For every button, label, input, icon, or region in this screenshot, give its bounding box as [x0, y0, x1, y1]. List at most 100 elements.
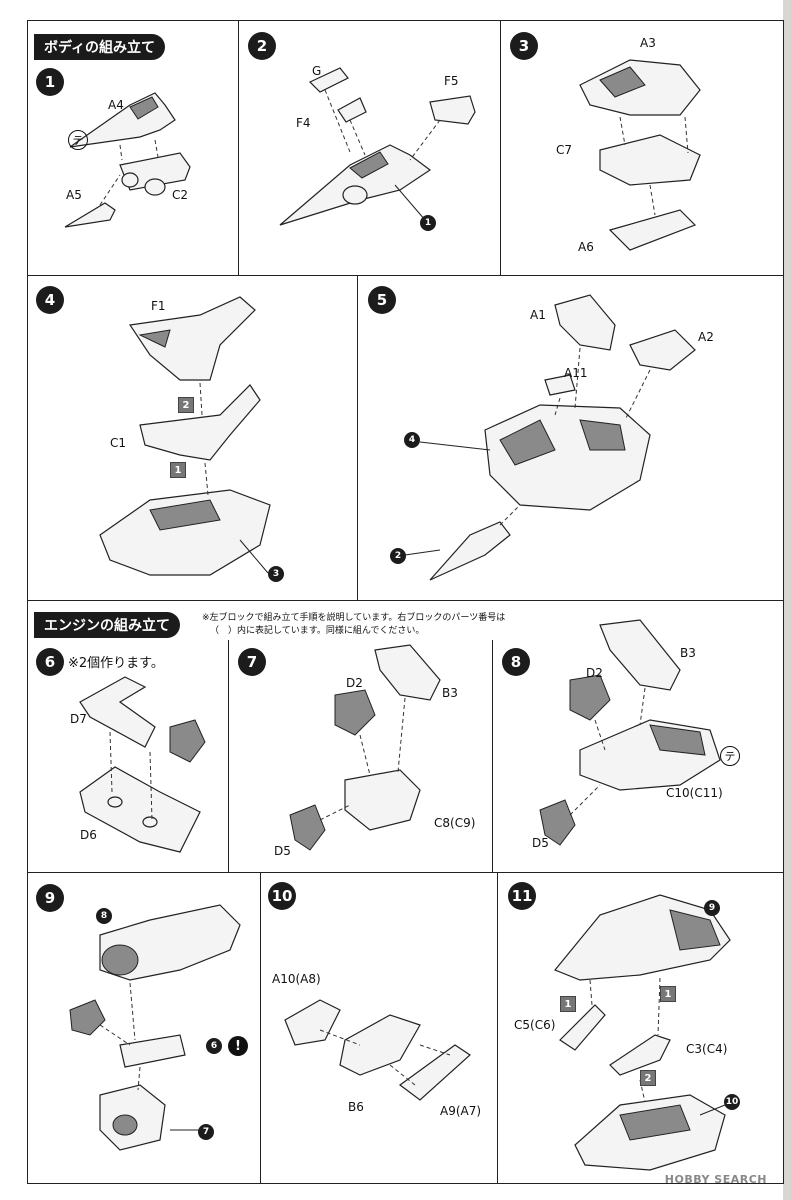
part-nose-assembled [429, 521, 511, 581]
watermark-logo: HOBBY SEARCH [664, 1173, 767, 1186]
step-5-diagram [404, 294, 696, 581]
label-b3-8: B3 [680, 646, 696, 660]
order-marker-2: 2 [178, 397, 194, 413]
label-d6: D6 [80, 828, 97, 842]
col-divider-r4b [497, 872, 498, 1184]
step-1-diagram [64, 92, 191, 228]
part-b3 [374, 644, 441, 701]
order-marker-1a: 1 [560, 996, 576, 1012]
col-divider-r3b [492, 640, 493, 872]
ref-step-3-icon: 3 [268, 566, 284, 582]
label-g: G [312, 64, 322, 78]
label-d7: D7 [70, 712, 87, 726]
label-a5: A5 [66, 188, 82, 202]
col-divider-r1b [500, 20, 501, 275]
part-b3-8 [599, 619, 681, 691]
instruction-frame [27, 20, 784, 1184]
label-a1: A1 [530, 308, 546, 322]
step-11-number: 11 [508, 882, 536, 910]
ref-step-2-icon: 2 [390, 548, 406, 564]
part-c2-wheel [144, 178, 166, 196]
step-5-number: 5 [368, 286, 396, 314]
label-a6: A6 [578, 240, 594, 254]
part-nose [279, 144, 432, 226]
label-d2-8: D2 [586, 666, 603, 680]
order-marker-1: 1 [170, 462, 186, 478]
part-f5 [429, 95, 476, 125]
step-8-number: 8 [502, 648, 530, 676]
step-7-number: 7 [238, 648, 266, 676]
label-d5: D5 [274, 844, 291, 858]
ref-step-9-icon: 9 [704, 900, 720, 916]
step-9-diagram [69, 904, 241, 1151]
ref-step-10-icon: 10 [724, 1094, 740, 1110]
label-c10-c11: C10(C11) [666, 786, 723, 800]
part-a1 [554, 294, 616, 351]
label-b3: B3 [442, 686, 458, 700]
part-d5-8 [539, 799, 576, 846]
step-4-number: 4 [36, 286, 64, 314]
ref-step-1-icon: 1 [420, 215, 436, 231]
part-a2 [629, 329, 696, 371]
row-divider-3 [27, 872, 784, 873]
warning-icon: ! [228, 1036, 248, 1056]
part-f1 [128, 296, 256, 381]
step-4-diagram [99, 296, 271, 576]
part-d5 [289, 804, 326, 851]
part-c3 [609, 1034, 671, 1076]
engine-section-title: エンジンの組み立て [34, 612, 180, 638]
part-d7-fan [169, 719, 206, 763]
ref-step-4-icon: 4 [404, 432, 420, 448]
body-section-title: ボディの組み立て [34, 34, 166, 60]
col-divider-r4a [260, 872, 261, 1184]
assembly-6-fan [69, 999, 106, 1036]
engine-note-line-2: （ ）内に表記しています。同様に組んでください。 [210, 626, 425, 636]
step-10-diagram [284, 999, 471, 1101]
step-3-number: 3 [510, 32, 538, 60]
col-divider-r2 [357, 275, 358, 600]
page-edge-strip [783, 0, 791, 1200]
label-f5: F5 [444, 74, 459, 88]
part-a11 [544, 374, 576, 396]
label-a4: A4 [108, 98, 124, 112]
part-d2-8 [569, 674, 611, 721]
step-2-diagram [279, 67, 476, 226]
label-c7: C7 [556, 143, 573, 157]
ref-step-7-icon: 7 [198, 1124, 214, 1140]
label-a3: A3 [640, 36, 656, 50]
part-c1 [139, 384, 261, 461]
label-a9-a7: A9(A7) [440, 1104, 482, 1118]
glue-mark-icon-8: テ [720, 746, 740, 766]
part-c8 [344, 769, 421, 831]
part-f4 [337, 97, 367, 123]
part-main-body [484, 404, 651, 511]
step-1-number: 1 [36, 68, 64, 96]
label-d2: D2 [346, 676, 363, 690]
label-b6: B6 [348, 1100, 364, 1114]
part-a5 [64, 202, 116, 228]
step-6-number: 6 [36, 648, 64, 676]
part-a9 [398, 1044, 471, 1101]
part-g [308, 67, 349, 93]
label-a2: A2 [698, 330, 714, 344]
part-c7 [599, 134, 701, 186]
glue-mark-icon: テ [68, 130, 88, 150]
order-marker-1b: 1 [660, 986, 676, 1002]
order-marker-2b: 2 [640, 1070, 656, 1086]
assembly-6-plate [119, 1034, 186, 1068]
row-divider-1 [27, 275, 784, 276]
col-divider-r3a [228, 640, 229, 872]
label-f4: F4 [296, 116, 311, 130]
engine-note-line-1: ※左ブロックで組み立て手順を説明しています。右ブロックのパーツ番号は [202, 613, 506, 623]
step-6-diagram [79, 676, 206, 853]
step-6-note: ※2個作ります。 [68, 656, 164, 671]
label-f1: F1 [151, 299, 166, 313]
part-c2-wheel-2 [121, 172, 139, 188]
part-a10 [284, 999, 341, 1046]
ref-step-6-icon: 6 [206, 1038, 222, 1054]
part-d6 [79, 766, 201, 853]
part-d7 [79, 676, 156, 748]
step-8-diagram [539, 619, 721, 846]
label-c3-c4: C3(C4) [686, 1042, 728, 1056]
step-10-number: 10 [268, 882, 296, 910]
